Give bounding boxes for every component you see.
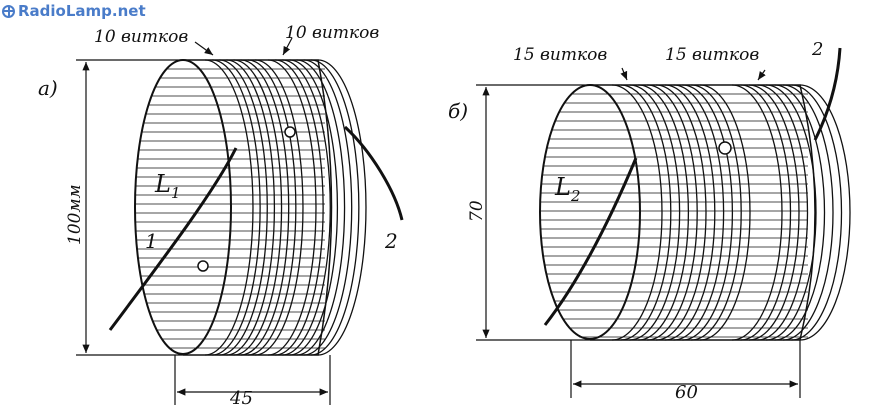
winding-turn (748, 84, 800, 341)
winding-turn (247, 59, 297, 356)
winding-turn (226, 59, 276, 356)
coil-b-lead-1 (543, 157, 638, 326)
coil-a-name: L1 (154, 170, 180, 202)
winding-turn (219, 59, 268, 356)
winding-turn (317, 59, 367, 356)
winding-turn (740, 84, 792, 341)
watermark-text: RadioLamp.net (18, 2, 146, 20)
winding-turn (254, 59, 304, 356)
winding-turn (774, 84, 826, 341)
coil-b-body (590, 84, 816, 341)
winding-turn (757, 84, 809, 341)
coil-b-lead-2 (813, 47, 842, 141)
winding-turn (629, 84, 681, 341)
winding-turn (799, 84, 851, 341)
coil-a-winding-2-label: 10 витков (285, 23, 379, 43)
winding-turn (204, 59, 254, 356)
coil-a-height-label: 100мм (65, 184, 85, 245)
figure-b-label: б) (448, 99, 468, 123)
winding-turn (240, 59, 290, 356)
winding-turn (310, 59, 360, 356)
coil-b-width-label: 60 (675, 382, 698, 403)
figure-a-label: а) (38, 76, 58, 100)
coil-b-height-label: 70 (467, 200, 487, 222)
winding-turn (664, 84, 716, 341)
winding-turn (296, 59, 346, 356)
coil-b-lead-2-label: 2 (811, 39, 823, 60)
globe-icon (2, 4, 15, 18)
winding-turn (682, 84, 734, 341)
coil-b-windings (611, 84, 851, 341)
winding-turn (699, 84, 751, 341)
winding-turn (611, 84, 663, 341)
coil-b-hole (718, 141, 732, 155)
coil-a-lead-1 (108, 147, 238, 331)
winding-turn (765, 84, 817, 341)
coil-a-winding-1-label: 10 витков (94, 27, 188, 47)
coil-b-hatching (540, 93, 808, 338)
winding-turn (731, 84, 783, 341)
winding-turn (655, 84, 707, 341)
coil-a-width-label: 45 (229, 388, 253, 409)
coil-a-hole (284, 126, 296, 138)
winding-turn (638, 84, 690, 341)
coil-b (539, 47, 851, 341)
winding-turn (233, 59, 283, 356)
winding-turn (282, 59, 331, 356)
watermark-logo: RadioLamp.net (2, 2, 146, 20)
winding-turn (212, 59, 261, 356)
winding-turn (691, 84, 742, 341)
coil-b-winding-1-label: 15 витков (513, 45, 607, 65)
coil-a-lead-1-label: 1 (145, 229, 158, 253)
coil-b-name: L2 (554, 173, 580, 205)
winding-turn (791, 84, 843, 341)
winding-turn (782, 84, 834, 341)
winding-turn (267, 59, 317, 356)
winding-turn (620, 84, 672, 341)
coil-a (108, 59, 404, 356)
coil-a-lead-2-label: 2 (384, 229, 398, 253)
winding-turn (647, 84, 698, 341)
winding-turn (303, 59, 353, 356)
winding-turn (275, 59, 324, 356)
coil-a-windings (204, 59, 367, 356)
coil-a-lead-2 (343, 125, 404, 221)
coil-a-hole (197, 260, 209, 272)
winding-turn (673, 84, 725, 341)
coil-b-winding-2-label: 15 витков (665, 45, 759, 65)
winding-turn (289, 59, 339, 356)
